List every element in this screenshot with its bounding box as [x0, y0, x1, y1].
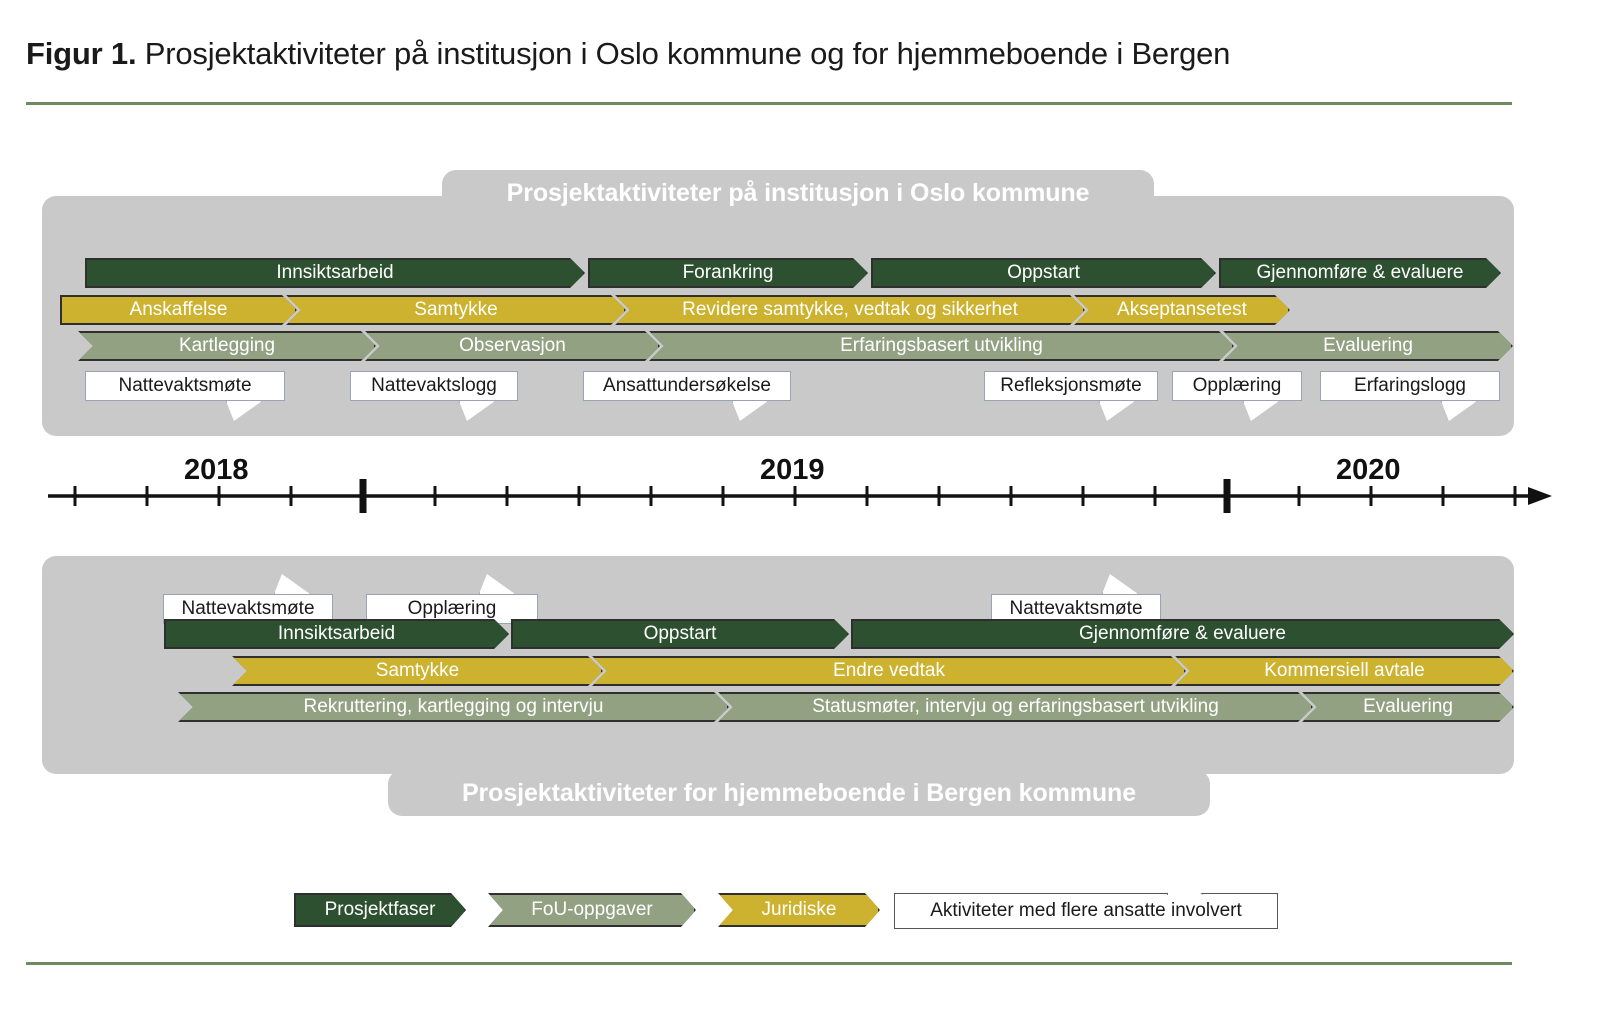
legend-item-1: FoU-oppgaver [488, 893, 696, 927]
callout-tail-icon [1099, 401, 1135, 421]
timeline-axis-svg [48, 479, 1552, 513]
oslo-callout-4: Opplæring [1172, 371, 1302, 421]
bergen-legal-bar-0: Samtykke [232, 656, 603, 686]
oslo-callout-1: Nattevaktslogg [350, 371, 518, 421]
legend-item-2: Juridiske [718, 893, 880, 927]
bar-label: Revidere samtykke, vedtak og sikkerhet [682, 299, 1018, 320]
callout-tail-icon [226, 401, 262, 421]
oslo-callout-3: Refleksjonsmøte [984, 371, 1158, 421]
bar-label: Statusmøter, intervju og erfaringsbasert… [812, 696, 1219, 717]
callout-tail-icon [1441, 401, 1477, 421]
bergen-phase-bar-1: Oppstart [511, 619, 849, 649]
bergen-research-bar-2: Evaluering [1302, 692, 1514, 722]
legend-callout-tail-icon [1167, 873, 1203, 895]
bar-label: Rekruttering, kartlegging og intervju [303, 696, 604, 717]
callout-tail-icon [732, 401, 768, 421]
bergen-phase-row: Innsiktsarbeid Oppstart Gjennomføre & eval… [0, 619, 1600, 649]
oslo-research-bar-1: Observasjon [365, 331, 660, 361]
bar-label: Observasjon [459, 335, 566, 356]
bar-label: Samtykke [414, 299, 498, 320]
bar-label: Evaluering [1323, 335, 1413, 356]
bergen-legal-bar-1: Endre vedtak [592, 656, 1186, 686]
bar-label: Anskaffelse [129, 299, 228, 320]
oslo-callout-2: Ansattundersøkelse [583, 371, 791, 421]
oslo-legal-bar-2: Revidere samtykke, vedtak og sikkerhet [615, 295, 1085, 325]
bar-label: Samtykke [375, 660, 460, 681]
bar-label: Gjennomføre & evaluere [1256, 262, 1464, 283]
bar-label: Innsiktsarbeid [277, 623, 396, 644]
bergen-research-bar-0: Rekruttering, kartlegging og intervju [178, 692, 729, 722]
callout-tail-icon [1243, 401, 1279, 421]
bar-label: Innsiktsarbeid [276, 262, 394, 283]
title-divider [26, 102, 1512, 105]
oslo-callout-row: Nattevaktsmøte Nattevaktslogg Ansattunders… [0, 371, 1600, 421]
bar-label: Evaluering [1363, 696, 1453, 717]
bergen-research-bar-1: Statusmøter, intervju og erfaringsbasert… [718, 692, 1313, 722]
callout-label: Refleksjonsmøte [1000, 375, 1142, 396]
bar-label: Oppstart [643, 623, 717, 644]
callout-label: Ansattundersøkelse [603, 375, 771, 396]
axis-year-label-2019: 2019 [760, 454, 825, 486]
oslo-research-row: Kartlegging Observasjon Erfaringsbasert ut… [0, 331, 1600, 361]
bar-label: Endre vedtak [833, 660, 945, 681]
oslo-legal-bar-0: Anskaffelse [60, 295, 297, 325]
oslo-callout-5: Erfaringslogg [1320, 371, 1500, 421]
axis-year-label-2018: 2018 [184, 454, 249, 486]
oslo-panel-caption: Prosjektaktiviteter på institusjon i Osl… [442, 170, 1154, 216]
bar-label: Akseptansetest [1117, 299, 1247, 320]
callout-label: Nattevaktsmøte [1009, 598, 1143, 619]
figure-label: Figur 1. [26, 36, 137, 71]
oslo-research-bar-3: Evaluering [1223, 331, 1513, 361]
timeline-axis: 2018 2019 2020 [0, 440, 1600, 540]
bergen-research-row: Rekruttering, kartlegging og intervju Sta… [0, 692, 1600, 722]
oslo-phase-bar-3: Gjennomføre & evaluere [1219, 258, 1501, 288]
legend-label: Juridiske [761, 899, 837, 920]
oslo-phase-bar-1: Forankring [588, 258, 868, 288]
page-title: Figur 1. Prosjektaktiviteter på institus… [26, 36, 1546, 72]
bar-label: Kartlegging [178, 335, 276, 356]
axis-arrow-icon [1528, 487, 1552, 505]
callout-label: Nattevaktslogg [371, 375, 497, 396]
oslo-legal-bar-1: Samtykke [286, 295, 626, 325]
bar-label: Oppstart [1007, 262, 1080, 283]
bergen-legal-row: Samtykke Endre vedtak Kommersiell avtale [0, 656, 1600, 686]
axis-year-label-2020: 2020 [1336, 454, 1401, 486]
oslo-research-bar-0: Kartlegging [78, 331, 376, 361]
legend-label: Prosjektfaser [324, 899, 436, 920]
bar-label: Forankring [682, 262, 774, 283]
legend-item-3: Aktiviteter med flere ansatte involvert [894, 873, 1278, 929]
callout-tail-icon [459, 401, 495, 421]
bergen-phase-bar-0: Innsiktsarbeid [164, 619, 509, 649]
bergen-callout-row: Nattevaktsmøte Opplæring Nattevaktsmøte [0, 574, 1600, 630]
bergen-panel-caption: Prosjektaktiviteter for hjemmeboende i B… [388, 770, 1210, 816]
bar-label: Kommersiell avtale [1264, 660, 1425, 681]
callout-label: Nattevaktsmøte [181, 598, 315, 619]
oslo-phase-row: Innsiktsarbeid Forankring Oppstart Gjennomf… [0, 258, 1600, 288]
bergen-phase-bar-2: Gjennomføre & evaluere [851, 619, 1514, 649]
callout-label: Opplæring [407, 598, 497, 619]
oslo-phase-bar-0: Innsiktsarbeid [85, 258, 585, 288]
oslo-phase-bar-2: Oppstart [871, 258, 1216, 288]
bergen-legal-bar-2: Kommersiell avtale [1175, 656, 1514, 686]
bar-label: Gjennomføre & evaluere [1079, 623, 1286, 644]
bar-label: Erfaringsbasert utvikling [840, 335, 1043, 356]
oslo-legal-row: Anskaffelse Samtykke Revidere samtykke, ve… [0, 295, 1600, 325]
figure-title-text: Prosjektaktiviteter på institusjon i Osl… [136, 36, 1231, 71]
bottom-divider [26, 962, 1512, 965]
callout-label: Nattevaktsmøte [118, 375, 252, 396]
legend-label: Aktiviteter med flere ansatte involvert [930, 900, 1242, 921]
oslo-legal-bar-3: Akseptansetest [1074, 295, 1290, 325]
callout-label: Opplæring [1192, 375, 1282, 396]
oslo-research-bar-2: Erfaringsbasert utvikling [649, 331, 1234, 361]
legend-item-0: Prosjektfaser [294, 893, 466, 927]
callout-label: Erfaringslogg [1354, 375, 1466, 396]
legend-label: FoU-oppgaver [531, 899, 653, 920]
oslo-callout-0: Nattevaktsmøte [85, 371, 285, 421]
